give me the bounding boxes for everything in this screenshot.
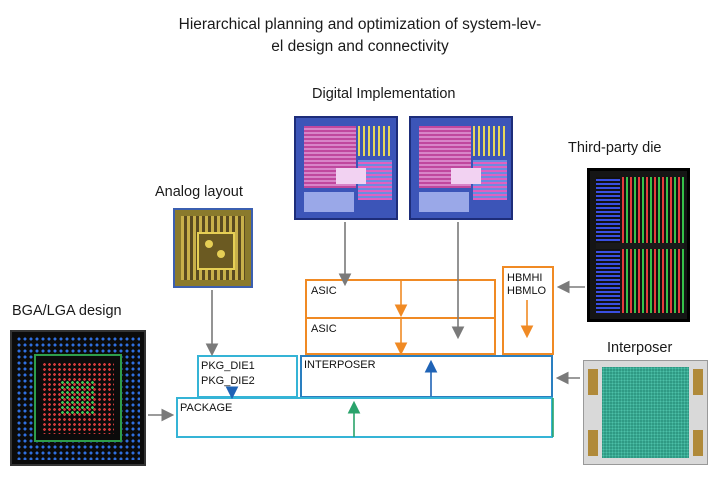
hbmhi-label: HBMHI	[507, 272, 543, 284]
pkg-die2-label: PKG_DIE2	[201, 375, 255, 387]
digital-chip-image-2	[409, 116, 513, 220]
interposer-image	[583, 360, 708, 465]
third-party-die-label: Third-party die	[568, 140, 662, 156]
analog-layout-label: Analog layout	[155, 184, 243, 200]
hbm-box	[502, 266, 554, 355]
hbmlo-label: HBMLO	[507, 285, 547, 297]
diagram-title: Hierarchical planning and optimization o…	[150, 14, 570, 58]
interposer-box-label: INTERPOSER	[304, 359, 376, 371]
package-label: PACKAGE	[180, 402, 233, 414]
pkg-die1-label: PKG_DIE1	[201, 360, 255, 372]
bga-lga-image	[10, 330, 146, 466]
asic-label-2: ASIC	[311, 323, 337, 335]
package-box	[176, 397, 553, 438]
digital-chip-image-1	[294, 116, 398, 220]
analog-chip-image	[173, 208, 253, 288]
title-line-1: Hierarchical planning and optimization o…	[178, 16, 542, 33]
digital-implementation-label: Digital Implementation	[312, 86, 456, 102]
interposer-label: Interposer	[607, 340, 673, 356]
third-party-die-image	[587, 168, 690, 322]
title-line-2: el design and connectivity	[271, 38, 449, 55]
bga-lga-design-label: BGA/LGA design	[12, 303, 122, 319]
asic-label-1: ASIC	[311, 285, 337, 297]
